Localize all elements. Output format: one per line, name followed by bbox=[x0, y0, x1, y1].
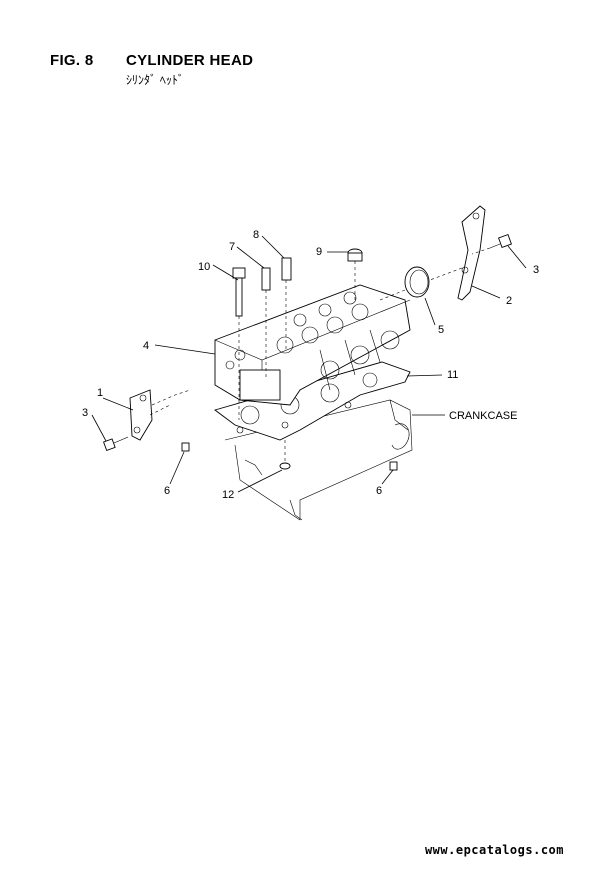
hanger-bracket-right-drawing bbox=[429, 205, 486, 301]
figure-number: FIG. 8 bbox=[50, 52, 94, 69]
bracket-bolt-upper-drawing bbox=[471, 234, 512, 255]
callout-11: 11 bbox=[447, 369, 458, 381]
cylinder-head-drawing bbox=[214, 284, 411, 406]
callout-7: 7 bbox=[229, 241, 235, 253]
callout-9: 9 bbox=[316, 246, 322, 258]
pipe-eight-drawing bbox=[281, 257, 292, 350]
callout-crankcase: CRANKCASE bbox=[449, 410, 517, 422]
dowel-pin-right-drawing bbox=[389, 461, 398, 471]
callout-5: 5 bbox=[438, 324, 444, 336]
figure-title: CYLINDER HEAD bbox=[126, 52, 254, 69]
head-bolt-drawing bbox=[232, 267, 246, 420]
pipe-seven-drawing bbox=[261, 267, 271, 380]
callout-12: 12 bbox=[222, 489, 234, 501]
dowel-pin-left-drawing bbox=[181, 442, 190, 452]
hanger-bracket-left-drawing bbox=[129, 389, 191, 441]
callout-6-right: 6 bbox=[376, 485, 382, 497]
callout-8: 8 bbox=[253, 229, 259, 241]
callout-3-lower: 3 bbox=[82, 407, 88, 419]
callout-4: 4 bbox=[143, 340, 149, 352]
leader-lines bbox=[91, 235, 527, 493]
head-gasket-drawing bbox=[214, 361, 411, 441]
callout-2: 2 bbox=[506, 295, 512, 307]
callout-3-upper: 3 bbox=[533, 264, 539, 276]
plug-drawing bbox=[379, 266, 430, 301]
callout-6-left: 6 bbox=[164, 485, 170, 497]
cap-drawing bbox=[347, 248, 363, 300]
callout-10: 10 bbox=[198, 261, 210, 273]
o-ring-drawing bbox=[279, 440, 291, 470]
figure-subtitle: ｼﾘﾝﾀﾞ ﾍｯﾄﾞ bbox=[126, 73, 184, 87]
callout-1: 1 bbox=[97, 387, 103, 399]
crankcase-drawing bbox=[224, 399, 413, 521]
bracket-bolt-lower-drawing bbox=[103, 436, 129, 452]
footer-watermark-url: www.epcatalogs.com bbox=[424, 843, 564, 857]
